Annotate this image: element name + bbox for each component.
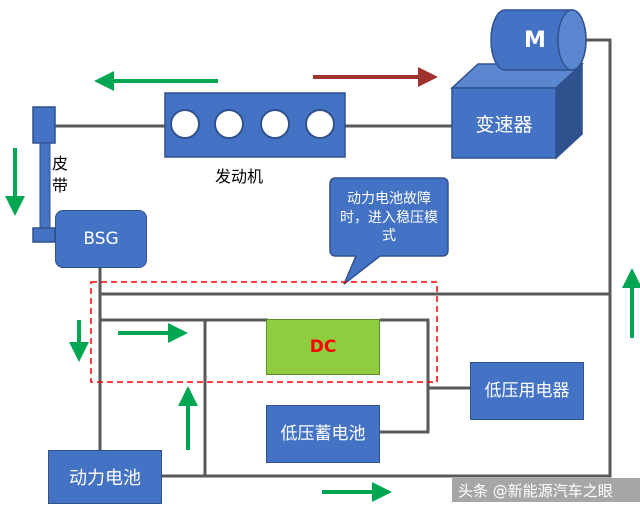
wire-dc-right bbox=[380, 318, 470, 390]
flow-arrows bbox=[5, 67, 640, 502]
voltage-regulation-zone bbox=[90, 281, 438, 383]
belt-upper-pulley bbox=[32, 106, 56, 144]
belt-label-line1: 皮 bbox=[52, 154, 69, 173]
engine-block bbox=[164, 92, 346, 158]
wire-lv-battery bbox=[380, 388, 430, 434]
belt-lower-pulley bbox=[32, 227, 56, 243]
watermark-backdrop bbox=[452, 478, 640, 502]
engine-label: 发动机 bbox=[215, 167, 264, 186]
belt bbox=[32, 106, 56, 243]
gearbox-block bbox=[450, 62, 584, 160]
gearbox-label: 变速器 bbox=[475, 113, 533, 136]
low-voltage-load-block: 低压用电器 bbox=[470, 362, 584, 420]
cylinder-icon bbox=[170, 109, 335, 139]
motor-block bbox=[490, 9, 587, 71]
belt-strap bbox=[39, 142, 51, 232]
motor-label: M bbox=[524, 27, 546, 53]
wire-motor-right-bus bbox=[150, 38, 612, 478]
power-battery-block: 动力电池 bbox=[48, 450, 162, 504]
wiring bbox=[55, 38, 612, 478]
callout-bubble bbox=[329, 177, 449, 285]
belt-label-line2: 带 bbox=[52, 176, 69, 195]
watermark: 头条 @新能源汽车之眼 bbox=[458, 482, 613, 500]
callout-text: 动力电池故障时，进入稳压模式 bbox=[340, 190, 438, 245]
dc-block: DC bbox=[266, 319, 380, 375]
bsg-block: BSG bbox=[55, 210, 147, 268]
low-voltage-battery-block: 低压蓄电池 bbox=[266, 405, 380, 463]
